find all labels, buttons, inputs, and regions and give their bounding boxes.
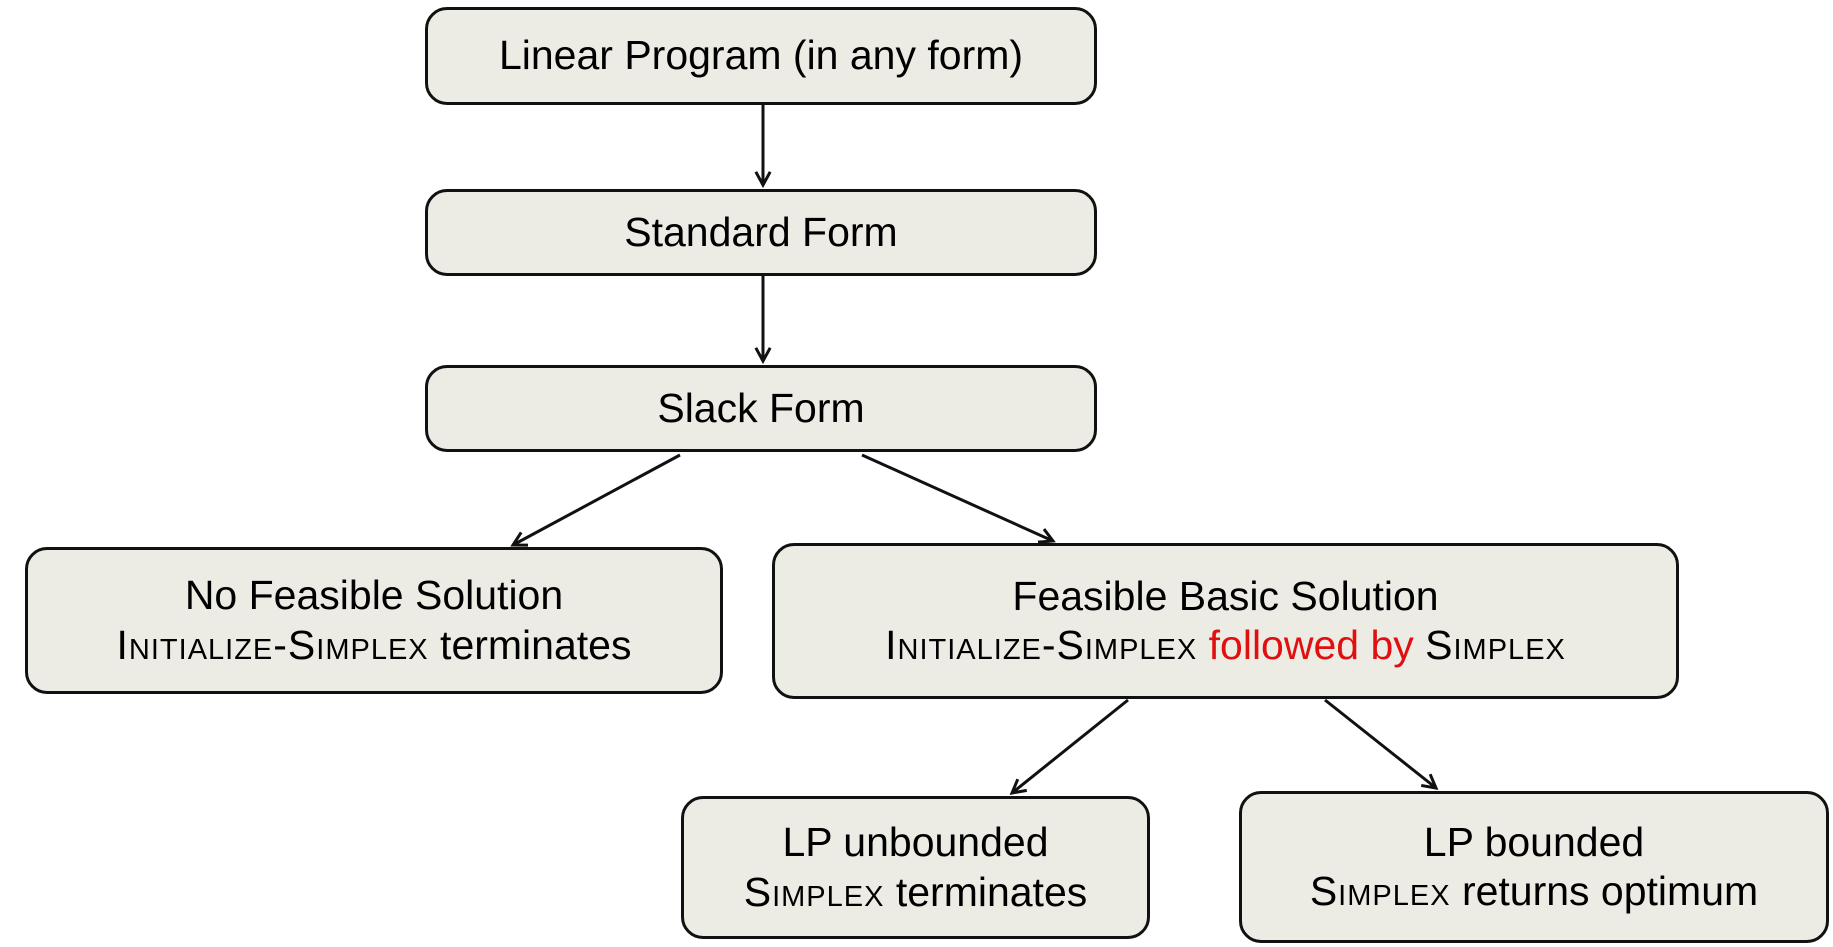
node-slack-form: Slack Form (425, 365, 1097, 452)
sublabel-text: returns optimum (1450, 868, 1759, 914)
node-sublabel: Simplex terminates (744, 868, 1088, 917)
procedure-name: Initialize-Simplex (885, 622, 1198, 668)
arrowhead-slack_form (754, 347, 772, 365)
arrowhead-standard_form (754, 171, 772, 189)
arrowhead-lp_unbounded (1009, 778, 1028, 795)
node-no-feasible-solution: No Feasible Solution Initialize-Simplex … (25, 547, 723, 694)
arrowhead-no_feasible (510, 531, 529, 547)
procedure-name: Simplex (1309, 868, 1451, 914)
node-lp-bounded: LP bounded Simplex returns optimum (1239, 791, 1829, 943)
edge-feasible_basic-to-lp_unbounded (1011, 698, 1129, 795)
procedure-name: Initialize-Simplex (116, 621, 429, 668)
node-sublabel: Initialize-Simplex followed by Simplex (885, 621, 1566, 670)
node-sublabel: Simplex returns optimum (1310, 867, 1758, 916)
sublabel-text: terminates (884, 868, 1088, 915)
node-standard-form: Standard Form (425, 189, 1097, 276)
node-label: Linear Program (in any form) (498, 32, 1024, 79)
edge-slack_form-to-feasible_basic (861, 453, 1054, 543)
arrowhead-lp_bounded (1420, 773, 1439, 790)
edge-slack_form-to-no_feasible (512, 453, 681, 547)
node-label: LP bounded (1423, 818, 1645, 865)
node-label: Feasible Basic Solution (1012, 572, 1439, 619)
edge-feasible_basic-to-lp_bounded (1324, 698, 1437, 790)
procedure-name: Simplex (1425, 622, 1566, 668)
procedure-name: Simplex (743, 868, 885, 915)
node-feasible-basic-solution: Feasible Basic Solution Initialize-Simpl… (772, 543, 1679, 699)
node-label: No Feasible Solution (184, 572, 564, 619)
node-label: Slack Form (657, 384, 865, 431)
sublabel-text: terminates (428, 621, 632, 668)
arrowhead-feasible_basic (1037, 528, 1056, 544)
node-label: Standard Form (624, 208, 898, 255)
node-label: LP unbounded (782, 819, 1049, 866)
node-lp-unbounded: LP unbounded Simplex terminates (681, 796, 1150, 939)
node-sublabel: Initialize-Simplex terminates (117, 621, 632, 670)
node-linear-program: Linear Program (in any form) (425, 7, 1097, 105)
highlighted-text: followed by (1197, 622, 1426, 668)
